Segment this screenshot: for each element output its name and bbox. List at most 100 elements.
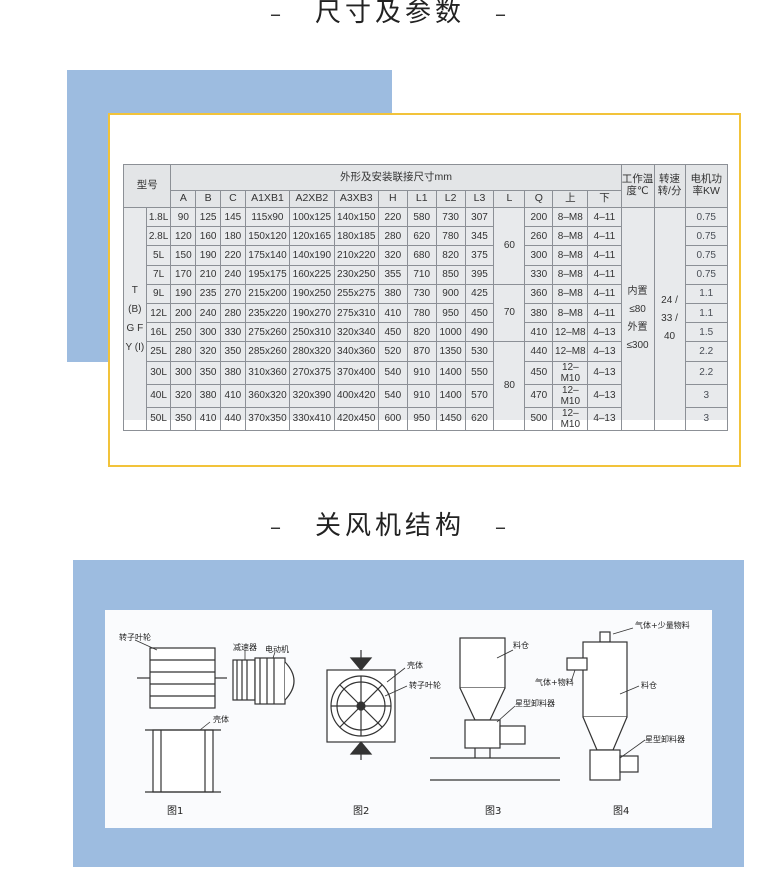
table-cell: 850 (435, 264, 466, 285)
table-cell: 200 (170, 302, 197, 324)
col-header: L2 (435, 190, 466, 208)
table-cell: 300 (170, 360, 197, 385)
col-header: B (195, 190, 221, 208)
fig2-section-drawing (326, 650, 396, 760)
table-cell: 255x275 (333, 283, 379, 304)
table-cell: 180 (220, 226, 246, 247)
table-cell: 5L (145, 245, 172, 266)
table-cell: 950 (435, 302, 466, 324)
table-cell: 0.75 (684, 264, 728, 285)
table-cell: 500 (524, 406, 554, 431)
table-cell: 1400 (435, 360, 466, 385)
fig1-rotor-drawing (137, 647, 295, 793)
table-cell: 300 (195, 322, 221, 343)
table-cell: 620 (406, 226, 437, 247)
table-cell: 4–11 (587, 245, 622, 266)
table-cell: 380 (524, 302, 554, 324)
table-cell: 4–11 (587, 264, 622, 285)
table-cell: 425 (464, 283, 495, 304)
table-cell: 400x420 (333, 383, 379, 408)
table-cell: 350 (170, 406, 197, 431)
table-cell: 340x360 (333, 341, 379, 362)
table-cell: 870 (406, 341, 437, 362)
table-cell: 410 (195, 406, 221, 431)
table-cell: 540 (377, 360, 408, 385)
table-cell: 410 (220, 383, 246, 408)
table-cell: 910 (406, 383, 437, 408)
table-cell: 175x140 (244, 245, 291, 266)
col-header: A (170, 190, 197, 208)
section-title-text: 关风机结构 (314, 511, 465, 541)
table-cell: 280x320 (289, 341, 335, 362)
table-cell: 120 (170, 226, 197, 247)
label-motor: 电动机 (265, 644, 289, 654)
table-cell: 395 (464, 264, 495, 285)
table-cell: 145 (220, 206, 246, 228)
table-cell: 1350 (435, 341, 466, 362)
table-cell: 4–11 (587, 302, 622, 324)
table-cell: 950 (406, 406, 437, 431)
table-cell: 1.1 (684, 302, 728, 324)
table-cell: 60 (493, 207, 526, 285)
table-cell: 125 (195, 206, 221, 228)
table-cell: 730 (435, 206, 466, 228)
label-bin: 料仓 (513, 640, 529, 650)
table-cell: 250x310 (289, 322, 335, 343)
table-cell: 120x165 (289, 226, 335, 247)
table-cell: 24 / 33 / 40 (653, 207, 686, 431)
col-header: C (220, 190, 246, 208)
table-cell: 4–13 (587, 322, 622, 343)
header-model: 型号 (122, 164, 172, 208)
table-cell: 320 (377, 245, 408, 266)
table-cell: 4–11 (587, 226, 622, 247)
table-cell: 450 (464, 302, 495, 324)
table-cell: 900 (435, 283, 466, 304)
table-cell: 90 (170, 206, 197, 228)
fig-label-1: 图1 (167, 805, 183, 817)
table-cell: 25L (145, 341, 172, 362)
table-cell: 190x270 (289, 302, 335, 324)
table-cell: 70 (493, 283, 526, 343)
table-cell: 0.75 (684, 206, 728, 228)
title-dash-left: – (269, 515, 285, 540)
table-cell: 190x250 (289, 283, 335, 304)
table-cell: 150 (170, 245, 197, 266)
col-header: L1 (406, 190, 437, 208)
table-cell: 370x350 (244, 406, 291, 431)
table-cell: 195x175 (244, 264, 291, 285)
table-cell: 520 (377, 341, 408, 362)
table-cell: 330 (220, 322, 246, 343)
table-cell: 375 (464, 245, 495, 266)
fig4-cyclone-drawing (566, 631, 639, 781)
table-cell: 270x375 (289, 360, 335, 385)
table-cell: 100x125 (289, 206, 335, 228)
table-cell: 440 (220, 406, 246, 431)
table-cell: 540 (377, 383, 408, 408)
label-rotor: 转子叶轮 (119, 632, 151, 642)
table-cell: 345 (464, 226, 495, 247)
table-cell: 820 (435, 245, 466, 266)
table-cell: 2.2 (684, 360, 728, 385)
table-cell: 3 (684, 406, 728, 431)
table-cell: 40L (145, 383, 172, 408)
table-cell: 320x340 (333, 322, 379, 343)
table-cell: 7L (145, 264, 172, 285)
table-cell: 220 (220, 245, 246, 266)
structure-diagram-panel: 转子叶轮 减速器 电动机 壳体 壳体 转子叶轮 料仓 星型卸料器 气体+少量物料… (105, 610, 712, 828)
table-cell: 410 (377, 302, 408, 324)
table-cell: 730 (406, 283, 437, 304)
label-gas-material: 气体+物料 (535, 677, 574, 687)
section-title-structure: –关风机结构– (0, 505, 780, 542)
table-cell: 350 (195, 360, 221, 385)
table-cell: 330x410 (289, 406, 335, 431)
table-cell: 12L (145, 302, 172, 324)
table-cell: 307 (464, 206, 495, 228)
table-cell: 160 (195, 226, 221, 247)
table-cell: 30L (145, 360, 172, 385)
table-cell: 190 (195, 245, 221, 266)
